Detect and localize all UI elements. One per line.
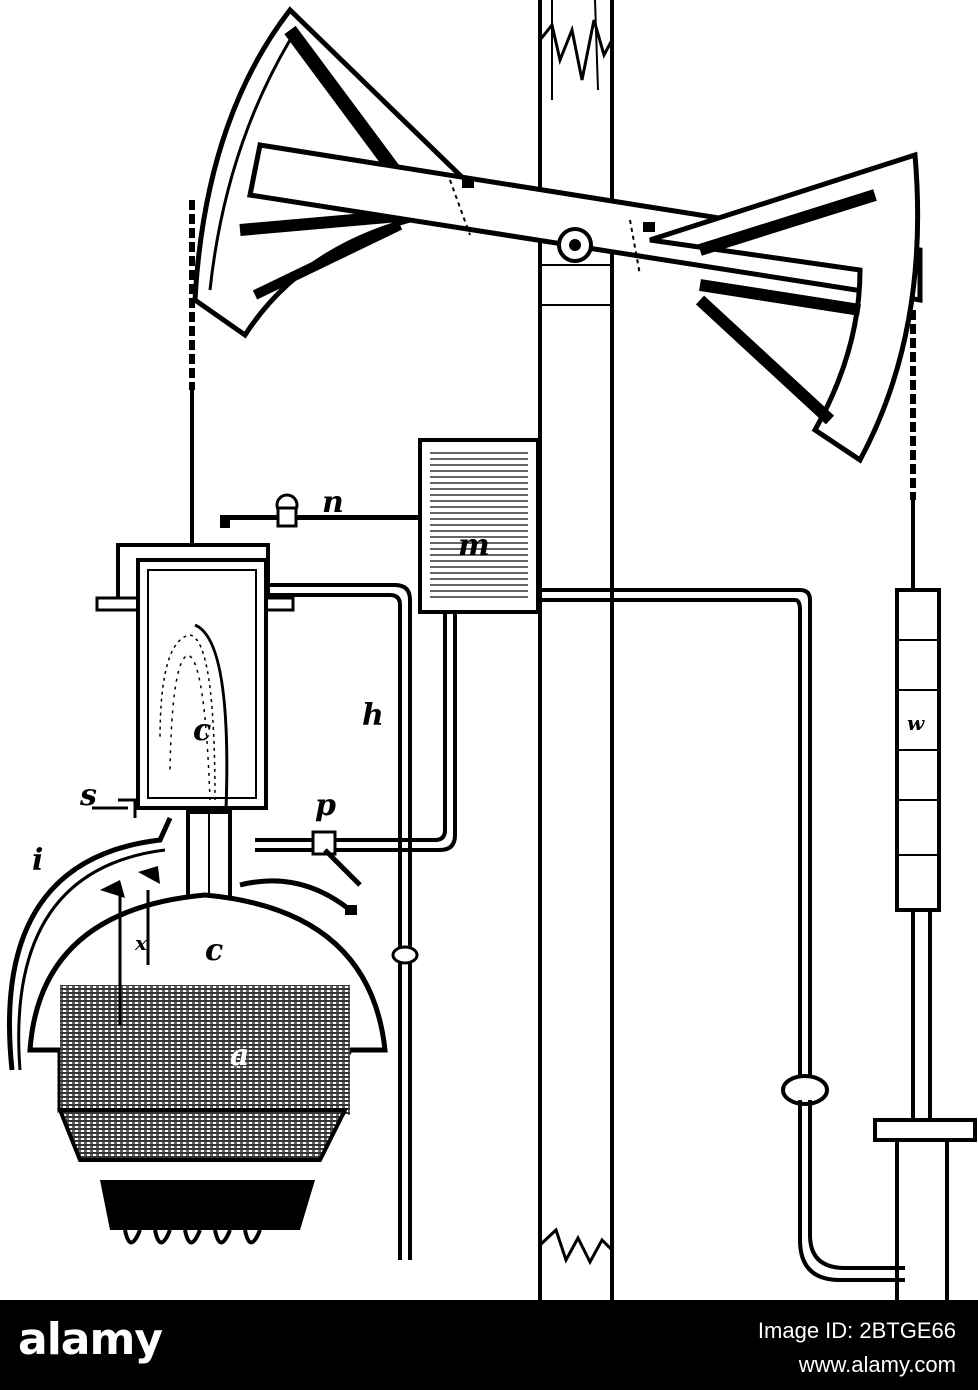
label-h: h: [362, 698, 384, 733]
diagram-labels: n m h c p s i x c a w: [32, 485, 925, 1073]
boiler: [6, 798, 388, 1245]
cistern-and-pipes: [220, 438, 977, 1300]
label-s: s: [79, 778, 97, 813]
rocking-beam: [192, 6, 923, 464]
label-x: x: [134, 931, 148, 955]
alamy-logo: alamy: [18, 1314, 163, 1365]
site-url: www.alamy.com: [798, 1352, 956, 1377]
label-a: a: [230, 1038, 249, 1073]
label-c-upper: c: [193, 713, 211, 748]
image-id-text: Image ID: 2BTGE66: [757, 1318, 956, 1343]
watermark-footer: alamy Image ID: 2BTGE66 www.alamy.com: [0, 1300, 978, 1390]
label-w: w: [907, 711, 925, 735]
label-p: p: [315, 788, 336, 823]
label-n: n: [322, 485, 344, 520]
cylinder: [95, 543, 295, 934]
label-c-lower: c: [205, 933, 223, 968]
right-chain: [895, 310, 941, 1125]
engraving-illustration: n m h c p s i x c a w: [6, 0, 977, 1300]
label-i: i: [32, 843, 43, 878]
label-m: m: [458, 528, 490, 563]
